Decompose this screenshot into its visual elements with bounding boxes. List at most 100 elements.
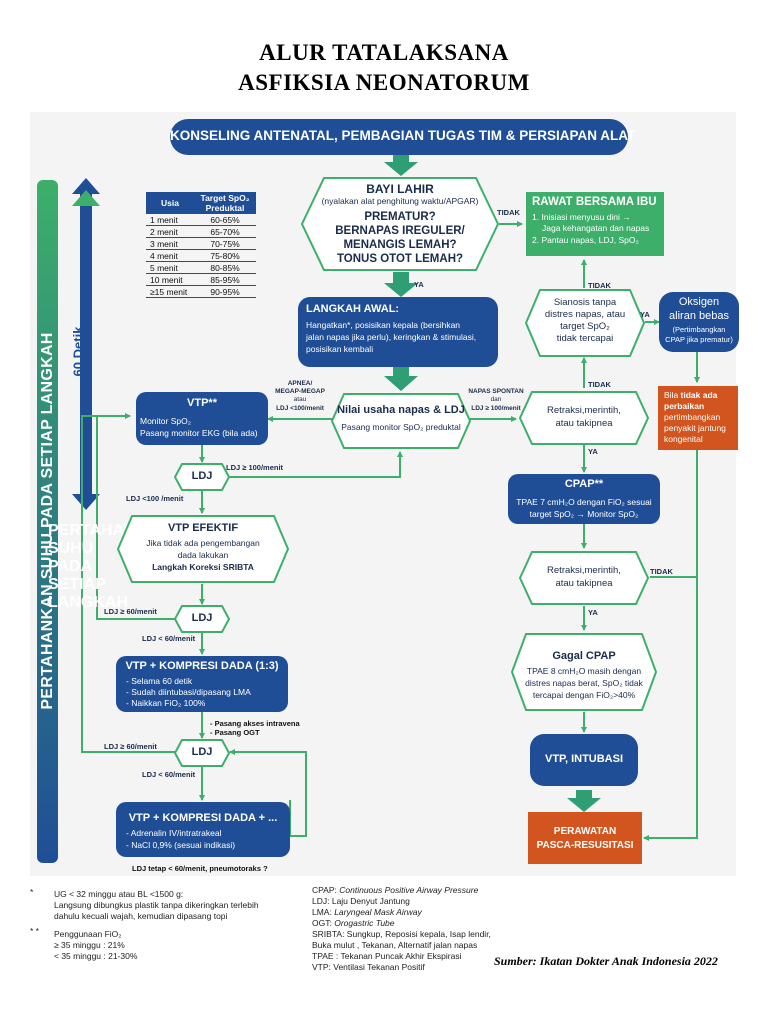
orange-line-2: perbaikan (664, 401, 705, 411)
intubasi-box (530, 734, 638, 786)
napas-label-1: NAPAS SPONTAN (468, 388, 524, 395)
timer-label: 60 Detik (70, 326, 86, 377)
rawat-line-1: 1. Inisiasi menyusu dini → (532, 212, 631, 222)
nilai-hexagon (330, 393, 472, 449)
footnote-mid-3: LMA: Laryngeal Mask Airway (312, 907, 422, 917)
perawatan-box (528, 812, 642, 864)
timer-arrow-top (72, 190, 100, 206)
big-arrow-intubasi-to-perawatan (567, 790, 601, 812)
spo2-cell-age: ≥15 menit (146, 285, 194, 298)
spo2-cell-age: 3 menit (146, 237, 194, 250)
label-tidak-retraksi-1: TIDAK (588, 380, 611, 389)
apnea-label-1: APNEA/ (287, 380, 313, 387)
kompresi-2-line-2: - NaCl 0,9% (sesuai indikasi) (126, 840, 236, 850)
label-tidak-bayi: TIDAK (497, 208, 520, 217)
kompresi-1-box (116, 656, 288, 712)
vtp-efektif-title: VTP EFEKTIF (167, 522, 239, 534)
title-line-2: ASFIKSIA NEONATORUM (238, 70, 530, 95)
banner-text: KONSELING ANTENATAL, PEMBAGIAN TUGAS TIM… (170, 128, 636, 143)
kompresi-2-box (116, 802, 290, 857)
source-credit: Sumber: Ikatan Dokter Anak Indonesia 202… (494, 954, 718, 968)
footnote-left-6: < 35 minggu : 21-30% (54, 951, 138, 961)
spo2-cell-age: 2 menit (146, 225, 194, 238)
oksigen-line-2: aliran bebas (669, 310, 729, 322)
vtp-line-1: Monitor SpO₂ (140, 416, 192, 426)
vtp-line-2: Pasang monitor EKG (bila ada) (140, 428, 258, 438)
label-ya-retraksi-2: YA (588, 608, 598, 617)
ldj-ge60-label-a: LDJ ≥ 60/menit (104, 607, 157, 616)
spo2-cell-target: 75-80% (194, 249, 256, 262)
pasang-line-2: - Pasang OGT (210, 728, 260, 737)
footnote-left-4: Penggunaan FiO₂ (54, 929, 122, 939)
ldj-hexagon-2 (174, 605, 230, 633)
footnote-mid-6: Buka mulut , Tekanan, Alternatif jalan n… (312, 940, 478, 950)
spo2-cell-age: 10 menit (146, 273, 194, 286)
kompresi-1-line-2: - Sudah diintubasi/dipasang LMA (126, 687, 251, 697)
spo2-cell-target: 85-95% (194, 273, 256, 286)
spo2-cell-target: 60-65% (194, 214, 256, 226)
footnote-left-1: UG < 32 minggu atau BL <1500 g: (54, 889, 184, 899)
bayi-lahir-q2: BERNAPAS IREGULER/ (335, 225, 465, 237)
spo2-cell-age: 1 menit (146, 214, 194, 226)
footnote-mid-8: VTP: Ventilasi Tekanan Positif (312, 962, 425, 972)
cpap-line-1: TPAE 7 cmH₂O dengan FiO₂ sesuai (516, 497, 652, 507)
sianosis-line-3: target SpO₂ (560, 321, 610, 332)
orange-line-4: penyakit jantung (664, 423, 726, 433)
bayi-lahir-q4: TONUS OTOT LEMAH? (336, 253, 464, 265)
intubasi-text: VTP, INTUBASI (544, 753, 624, 765)
line-ldj2-ge60-loop (96, 413, 175, 620)
apnea-label-3: atau (293, 396, 307, 403)
orange-box (658, 386, 738, 450)
rawat-line-3: 2. Pantau napas, LDJ, SpO₂ (532, 235, 639, 245)
retraksi-2-line-1: Retraksi,merintih, (547, 565, 621, 576)
ldj-lt100-label: LDJ <100 /menit (126, 494, 184, 503)
retraksi-1-line-2: atau takipnea (555, 418, 613, 429)
langkah-awal-line-1: Hangatkan*, posisikan kepala (bersihkan (306, 320, 461, 330)
kompresi-1-line-1: - Selama 60 detik (126, 676, 193, 686)
gagal-title: Gagal CPAP (552, 650, 616, 662)
line-ldj3-ge60-loop (81, 415, 175, 753)
kompresi-2-title: VTP + KOMPRESI DADA + ... (128, 812, 278, 824)
pasang-line-1: - Pasang akses intravena (210, 719, 300, 728)
gagal-cpap-hexagon (510, 633, 658, 711)
napas-label-3: LDJ ≥ 100/menit (471, 405, 521, 412)
ldj-2-text: LDJ (191, 612, 213, 624)
nilai-sub: Pasang monitor SpO₂ preduktal (341, 422, 461, 432)
big-arrow-banner-to-bayi (384, 152, 418, 176)
side-bar-suhu (37, 180, 58, 863)
bayi-lahir-q1: PREMATUR? (364, 211, 436, 223)
side-bar-label: PERTAHANKAN SUHU PADA SETIAP LANGKAH (39, 332, 56, 710)
ldj-lt60-label-b: LDJ < 60/menit (142, 770, 196, 779)
spo2-cell-age: 5 menit (146, 261, 194, 274)
footnote-mid-1: CPAP: Continuous Positive Airway Pressur… (312, 885, 479, 895)
gagal-line-2: distres napas berat, SpO₂ tidak (525, 678, 643, 688)
oksigen-line-1: Oksigen (678, 296, 720, 308)
cpap-box (508, 474, 660, 524)
ldj-ge60-label-b: LDJ ≥ 60/menit (104, 742, 157, 751)
ldj-ge100-label: LDJ ≥ 100/menit (226, 463, 284, 472)
rawat-title: RAWAT BERSAMA IBU (532, 196, 657, 208)
rawat-box (526, 192, 664, 256)
retraksi-1-line-1: Retraksi,merintih, (547, 405, 621, 416)
ldj-hexagon-3 (174, 739, 230, 767)
footnote-mid-2: LDJ: Laju Denyut Jantung (312, 896, 410, 906)
langkah-awal-box (298, 297, 498, 367)
orange-line-3: pertimbangkan (664, 412, 721, 422)
label-tidak-sianosis: TIDAK (588, 281, 611, 290)
langkah-awal-line-2: jalan napas jika perlu), keringkan & sti… (306, 332, 477, 342)
rawat-line-2: Jaga kehangatan dan napas (542, 223, 650, 233)
gagal-line-1: TPAE 8 cmH₂O masih dengan (526, 666, 642, 676)
title-line-1: ALUR TATALAKSANA (259, 40, 509, 65)
line-orange-to-perawatan (643, 450, 698, 841)
oksigen-line-4: CPAP jika prematur) (665, 335, 733, 344)
orange-line-1: Bila tidak ada (664, 390, 718, 400)
ldj-3-text: LDJ (191, 746, 213, 758)
ldj-hexagon-1 (174, 463, 230, 491)
spo2-cell-target: 80-85% (194, 261, 256, 274)
ldj-tetap-label: LDJ tetap < 60/menit, pneumotoraks ? (132, 864, 268, 873)
langkah-awal-title: LANGKAH AWAL: (306, 303, 400, 315)
spo2-header-age: Usia (146, 192, 194, 214)
